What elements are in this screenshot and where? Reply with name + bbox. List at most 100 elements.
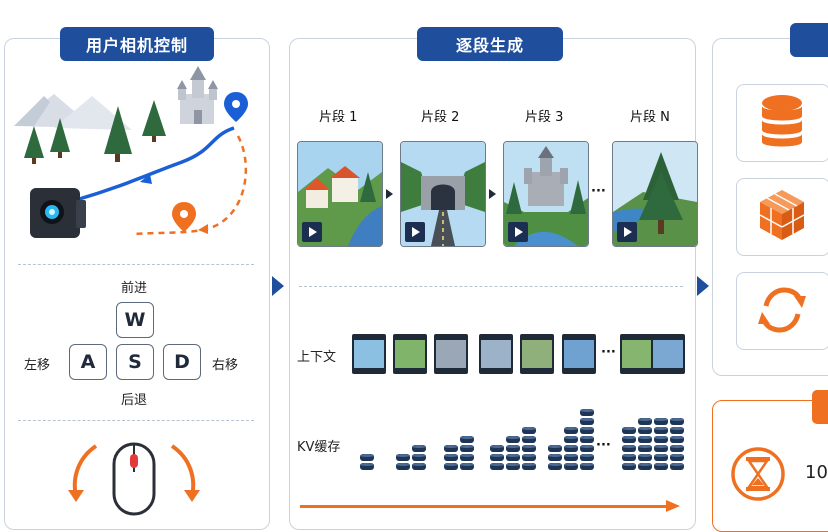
context-label: 上下文 [297, 350, 337, 365]
kv-coin-top [622, 436, 636, 439]
kv-coin-top [654, 454, 668, 457]
kv-coin-top [670, 418, 684, 421]
kv-coin-top [580, 436, 594, 439]
segment-thumbnail-2[interactable] [400, 141, 486, 247]
location-pin-blue-icon [224, 92, 248, 122]
kv-coin-top [654, 463, 668, 466]
kv-coin-top [506, 463, 520, 466]
play-icon[interactable] [405, 222, 425, 242]
kv-coin-top [622, 427, 636, 430]
kv-coin-top [622, 445, 636, 448]
kv-coin-top [670, 454, 684, 457]
play-icon[interactable] [508, 222, 528, 242]
play-icon[interactable] [302, 222, 322, 242]
segment-arrow-2 [489, 189, 496, 199]
kv-coin-top [638, 463, 652, 466]
castle-icon [177, 66, 218, 124]
kv-coin-top [548, 463, 562, 466]
kv-coin-top [412, 463, 426, 466]
kv-coin-top [580, 463, 594, 466]
flow-arrow-left-to-middle [272, 276, 284, 296]
kv-coin-top [396, 463, 410, 466]
key-w[interactable]: W [116, 302, 154, 338]
kv-coin-top [622, 454, 636, 457]
kv-coin-top [638, 436, 652, 439]
mouse-rotate-icon [68, 442, 200, 516]
backward-label: 后退 [121, 393, 148, 408]
kv-coin-top [522, 427, 536, 430]
kv-coin-top [638, 454, 652, 457]
scene-illustration [14, 66, 248, 238]
kv-coin-top [490, 463, 504, 466]
location-pin-orange-icon [172, 202, 196, 232]
segment-thumbnail-3[interactable] [503, 141, 589, 247]
kv-coin-top [654, 427, 668, 430]
kv-coin-top [638, 427, 652, 430]
kv-coin-top [360, 463, 374, 466]
time-value: 10 [805, 462, 828, 483]
key-a[interactable]: A [69, 344, 107, 380]
segment-label-1: 片段 1 [319, 110, 358, 125]
left-divider-1 [18, 264, 254, 265]
segment-thumbnail-1[interactable] [297, 141, 383, 247]
kv-coin-top [654, 436, 668, 439]
kv-coin-top [522, 454, 536, 457]
key-d[interactable]: D [163, 344, 201, 380]
refresh-box [736, 272, 828, 350]
right-label: 右移 [212, 358, 239, 373]
kv-coin-top [548, 445, 562, 448]
kv-coin-top [654, 445, 668, 448]
kv-coin-top [564, 463, 578, 466]
kv-coin-top [522, 445, 536, 448]
cube-icon [759, 190, 805, 240]
kv-coin-top [580, 409, 594, 412]
kv-coin-top [670, 463, 684, 466]
play-icon[interactable] [617, 222, 637, 242]
kv-coin-top [444, 445, 458, 448]
kv-coin-top [444, 454, 458, 457]
right-panel-title-bar [790, 23, 828, 57]
time-axis-arrow [300, 505, 668, 508]
kv-ellipsis: ··· [596, 438, 611, 453]
forward-label: 前进 [121, 281, 148, 296]
camera-device-icon [30, 188, 86, 238]
kv-coin-top [506, 454, 520, 457]
kv-coin-top [412, 445, 426, 448]
time-axis-arrowhead [666, 500, 680, 512]
kv-cache-stacks [360, 409, 684, 470]
kv-coin-top [580, 418, 594, 421]
kv-coin-top [460, 454, 474, 457]
key-s[interactable]: S [116, 344, 154, 380]
database-icon [762, 95, 802, 147]
timing-panel-header [812, 390, 828, 424]
kv-coin-top [490, 454, 504, 457]
kv-coin-top [460, 445, 474, 448]
timing-panel [712, 400, 828, 532]
kv-coin-top [654, 418, 668, 421]
kv-coin-top [564, 427, 578, 430]
kv-coin-top [564, 436, 578, 439]
kv-coin-top [360, 454, 374, 457]
hourglass-icon [731, 447, 785, 501]
kv-coin-top [580, 454, 594, 457]
kv-coin-top [638, 418, 652, 421]
kv-coin-top [580, 445, 594, 448]
middle-divider [299, 286, 683, 287]
segment-generation-title: 逐段生成 [417, 27, 563, 61]
tree-icon [24, 100, 166, 164]
kv-coin-top [460, 436, 474, 439]
segment-label-n: 片段 N [630, 110, 670, 125]
kv-coin-top [506, 436, 520, 439]
flow-arrow-middle-to-right [697, 276, 709, 296]
context-ellipsis: ··· [601, 345, 616, 360]
refresh-icon [758, 287, 806, 333]
kv-coin-top [564, 445, 578, 448]
segment-thumbnail-n[interactable] [612, 141, 698, 247]
kv-coin-top [506, 445, 520, 448]
kv-coin-top [444, 463, 458, 466]
segment-arrow-1 [386, 189, 393, 199]
segment-label-2: 片段 2 [421, 110, 460, 125]
kv-coin-top [548, 454, 562, 457]
kv-coin-top [670, 445, 684, 448]
segment-ellipsis: ··· [591, 184, 606, 199]
